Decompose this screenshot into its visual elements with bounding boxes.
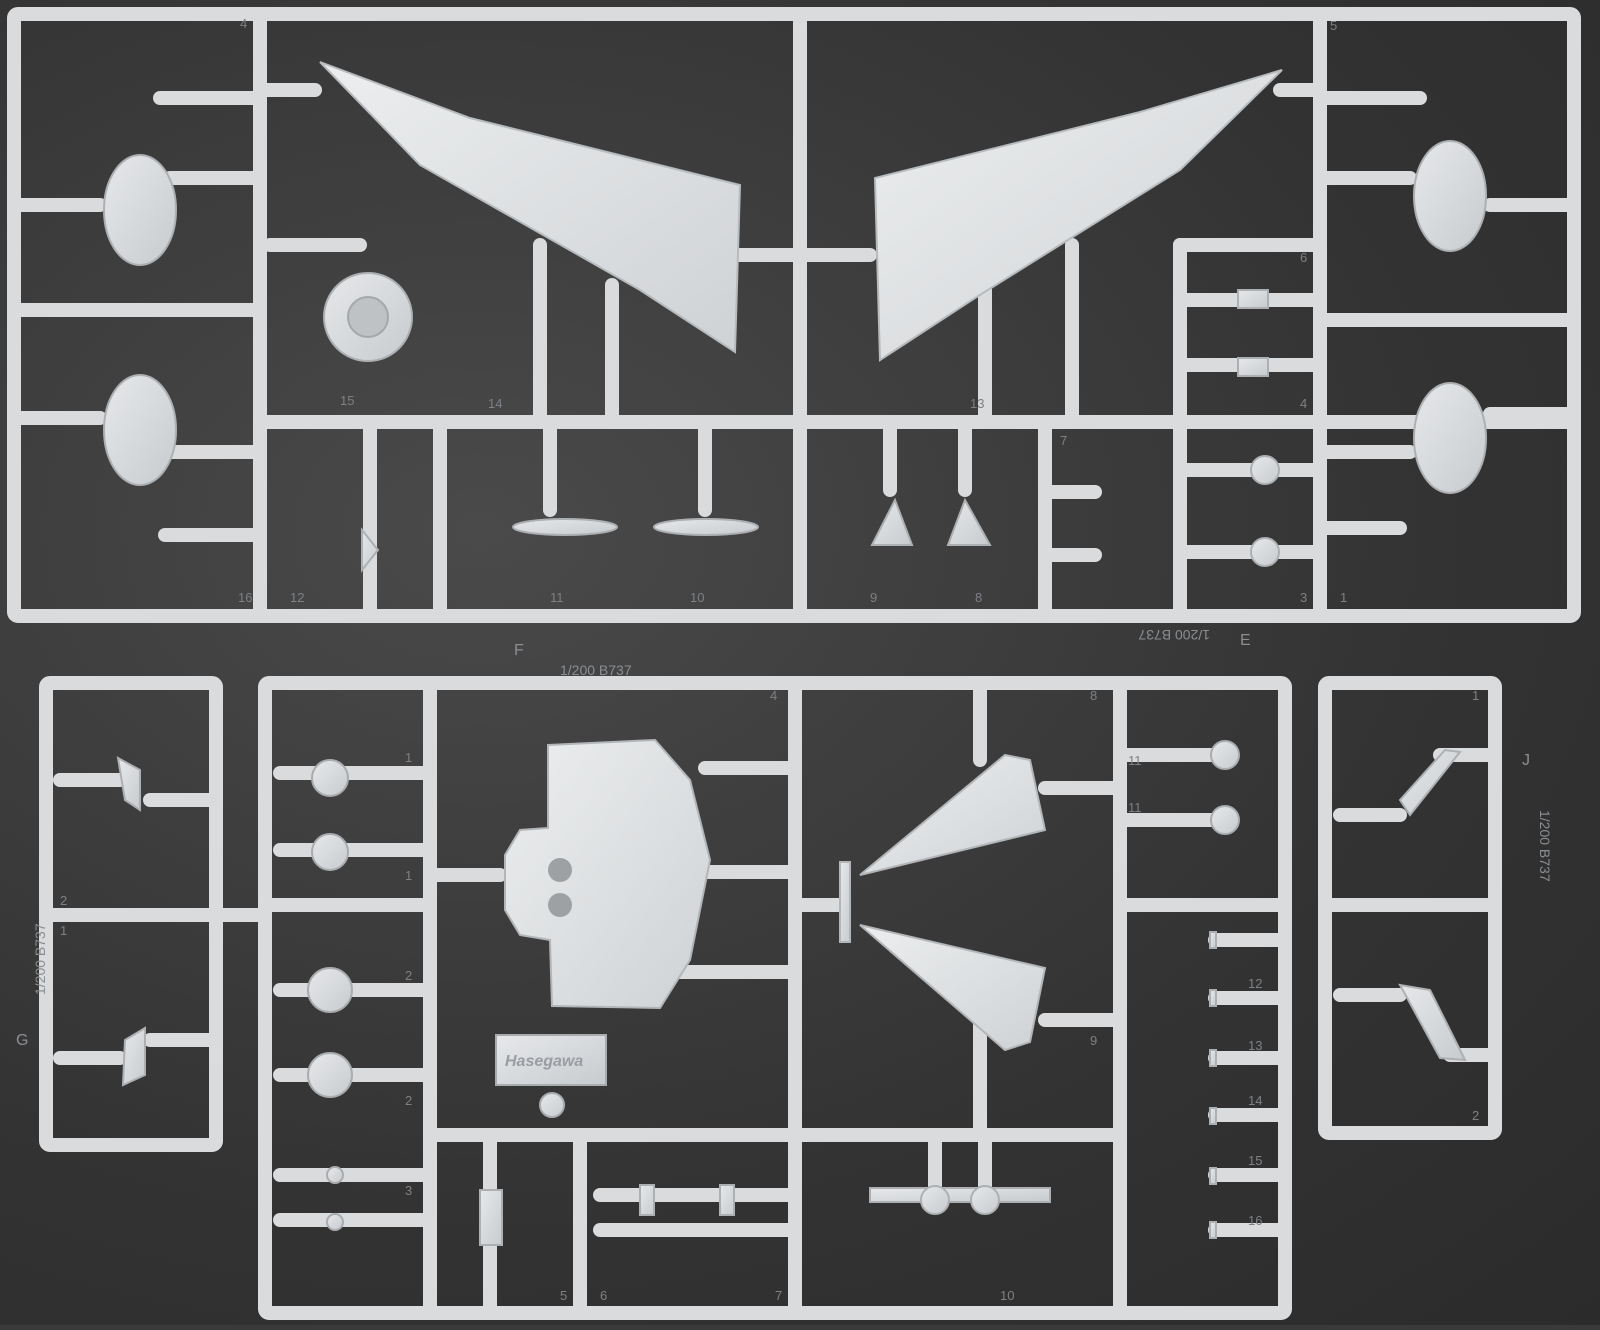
sprue-text: 1/200 B737 1/200 B737 1/200 B737 1/200 B… [16, 627, 1553, 1070]
scale-label-f: 1/200 B737 [560, 662, 632, 678]
part-number: 1 [1340, 590, 1347, 605]
fuselage-part [504, 738, 712, 1010]
part-number: 11 [1128, 800, 1142, 815]
part-number: 16 [238, 590, 252, 605]
part-number: 1 [405, 750, 412, 765]
part-number: 6 [1300, 250, 1307, 265]
brand-logo-text: Hasegawa [505, 1053, 583, 1070]
part-number: 13 [1248, 1038, 1262, 1053]
horizontal-stabilizer-lower [859, 924, 1047, 1052]
sprue-g-parts [116, 756, 146, 1087]
part-number: 10 [1000, 1288, 1014, 1303]
sprue-letter-g: G [16, 1032, 28, 1049]
part-number: 9 [870, 590, 877, 605]
part-number: 1 [405, 868, 412, 883]
sprue-f [258, 676, 1292, 1320]
part-number: 14 [488, 396, 502, 411]
right-wing-part [873, 69, 1283, 362]
part-number: 12 [290, 590, 304, 605]
part-number: 2 [405, 968, 412, 983]
scale-label-j: 1/200 B737 [1537, 810, 1553, 882]
part-number: 15 [1248, 1153, 1262, 1168]
horizontal-stabilizer-upper [859, 753, 1047, 876]
upper-sprue [7, 7, 1581, 623]
scale-label-g: 1/200 B737 [32, 923, 48, 995]
wheel-parts [307, 740, 1240, 1231]
sprue-j [1318, 676, 1502, 1140]
part-number: 2 [60, 893, 67, 908]
part-number: 11 [1128, 753, 1142, 768]
engine-fan-ring [323, 272, 413, 362]
part-number: 4 [1300, 396, 1307, 411]
part-number: 1 [1472, 688, 1479, 703]
stabilizer-hub [839, 861, 851, 943]
part-number: 4 [770, 688, 777, 703]
part-number: 16 [1248, 1213, 1262, 1228]
fuselage-cutouts [548, 858, 572, 917]
sprue-g [39, 676, 272, 1152]
part-number: 8 [975, 590, 982, 605]
part-number: 3 [405, 1183, 412, 1198]
part-number: 5 [1330, 18, 1337, 33]
part-number: 10 [690, 590, 704, 605]
part-number: 7 [775, 1288, 782, 1303]
engine-nacelles [103, 140, 1487, 494]
part-number: 3 [1300, 590, 1307, 605]
part-number: 11 [550, 590, 564, 605]
sprue-j-parts [1398, 748, 1467, 1062]
part-number: 5 [560, 1288, 567, 1303]
lower-small-parts [479, 931, 1217, 1246]
part-number: 4 [240, 16, 247, 31]
part-number: 13 [970, 396, 984, 411]
part-number: 1 [60, 923, 67, 938]
part-number: 12 [1248, 976, 1262, 991]
part-number: 6 [600, 1288, 607, 1303]
part-number: 14 [1248, 1093, 1262, 1108]
part-number: 15 [340, 393, 354, 408]
brand-tag [495, 1034, 607, 1118]
part-number: 2 [405, 1093, 412, 1108]
sprue-letter-f: F [514, 642, 524, 659]
part-number: 2 [1472, 1108, 1479, 1123]
scale-label-e: 1/200 B737 [1138, 627, 1210, 643]
sprue-letter-j: J [1522, 752, 1530, 769]
left-wing-part [319, 61, 742, 354]
part-number-labels: 4 15 14 16 12 11 10 5 13 7 6 4 3 1 9 8 4… [60, 16, 1479, 1303]
part-number: 9 [1090, 1033, 1097, 1048]
part-number: 7 [1060, 433, 1067, 448]
part-number: 8 [1090, 688, 1097, 703]
sprue-letter-e: E [1240, 632, 1251, 649]
upper-small-parts [361, 289, 1280, 573]
